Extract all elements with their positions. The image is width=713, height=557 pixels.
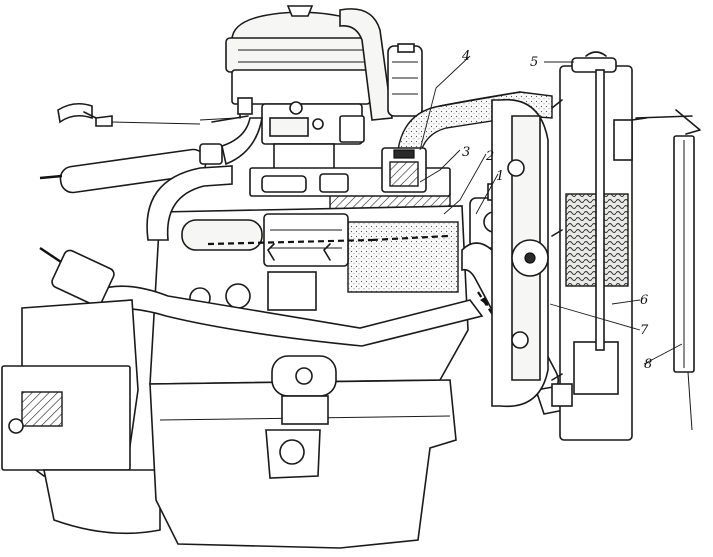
callout-4: 4 xyxy=(461,49,470,64)
callout-2: 2 xyxy=(485,149,494,164)
callout-8: 8 xyxy=(644,357,652,372)
fan-belt xyxy=(491,98,549,408)
bypass-hose xyxy=(146,165,233,241)
callout-7: 7 xyxy=(640,323,649,338)
heater-pipe xyxy=(39,117,263,194)
radiator-shutter-control xyxy=(631,109,701,431)
choke-cable-handle xyxy=(57,102,249,127)
callout-6: 6 xyxy=(640,293,648,308)
callout-3: 3 xyxy=(462,145,470,160)
callout-leaders xyxy=(419,55,683,365)
oil-filter-pump xyxy=(271,355,337,425)
callout-1: 1 xyxy=(496,169,504,184)
air-intake-pipe xyxy=(339,8,423,121)
thermostat-housing xyxy=(381,147,427,193)
oil-pan xyxy=(149,379,457,549)
callout-5: 5 xyxy=(530,55,538,70)
carburetor xyxy=(237,97,365,173)
radiator xyxy=(551,51,633,441)
transmission-housing xyxy=(1,299,161,535)
heater-return-hose xyxy=(39,247,484,347)
